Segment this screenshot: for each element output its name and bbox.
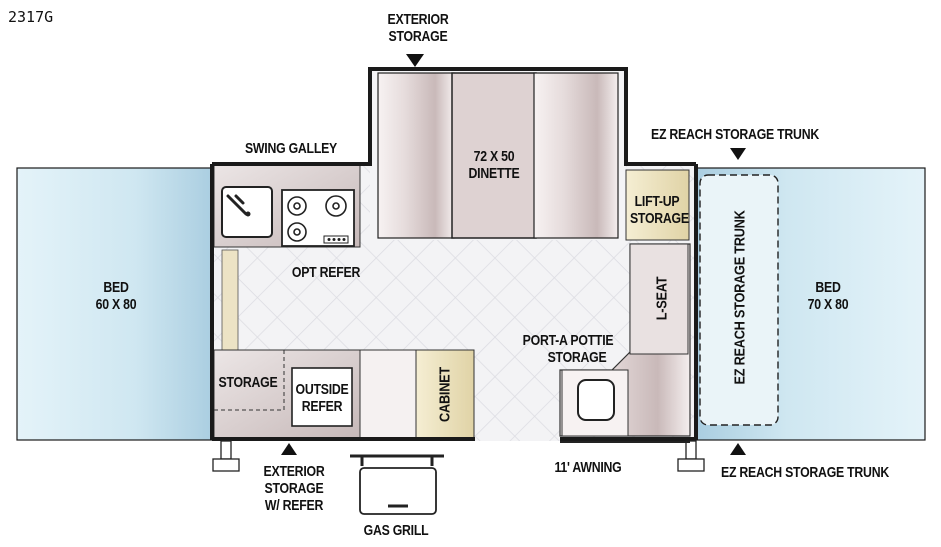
stove-knobs: [323, 235, 349, 244]
grill-bracket: [350, 454, 444, 466]
arrow-ez-trunk-top: [730, 148, 746, 160]
arrow-exterior-storage-top: [406, 54, 424, 67]
ez-trunk-box: [699, 174, 779, 426]
arrow-ez-trunk-bottom: [730, 443, 746, 455]
label-cabinet: CABINET: [436, 367, 454, 422]
label-opt-refer: OPT REFER: [291, 264, 361, 281]
label-storage: STORAGE: [218, 374, 278, 391]
toilet-icon: [577, 379, 615, 421]
dinette-cushion-left: [377, 72, 455, 239]
label-ez-trunk-bottom: EZ REACH STORAGE TRUNK: [721, 464, 889, 481]
drain-icon: [245, 211, 251, 217]
knob-icons: [327, 238, 346, 241]
outside-refer-box: [291, 367, 353, 427]
jacks: [212, 440, 705, 472]
faucet-icon: [226, 194, 248, 216]
dinette-table: [451, 72, 537, 239]
label-ez-trunk-vertical: EZ REACH STORAGE TRUNK: [731, 210, 749, 385]
label-ez-trunk-top: EZ REACH STORAGE TRUNK: [651, 126, 819, 143]
dinette-cushion-right: [533, 72, 619, 239]
label-awning: 11' AWNING: [554, 459, 622, 476]
storage-dashed: [214, 349, 285, 411]
label-l-seat: L-SEAT: [653, 276, 671, 321]
counter-panel: [359, 349, 417, 439]
lift-up-storage-box: [625, 169, 690, 241]
arrow-exterior-storage-refer: [281, 443, 297, 455]
l-seat-back: [629, 243, 689, 355]
gas-grill-icon: [359, 467, 437, 515]
model-number: 2317G: [8, 8, 54, 26]
label-gas-grill: GAS GRILL: [363, 522, 429, 539]
walls: [210, 67, 698, 441]
opt-refer-strip: [221, 249, 239, 351]
cabinet-box: [415, 349, 475, 439]
burner-icons: [287, 195, 347, 242]
label-swing-galley: SWING GALLEY: [244, 140, 338, 157]
